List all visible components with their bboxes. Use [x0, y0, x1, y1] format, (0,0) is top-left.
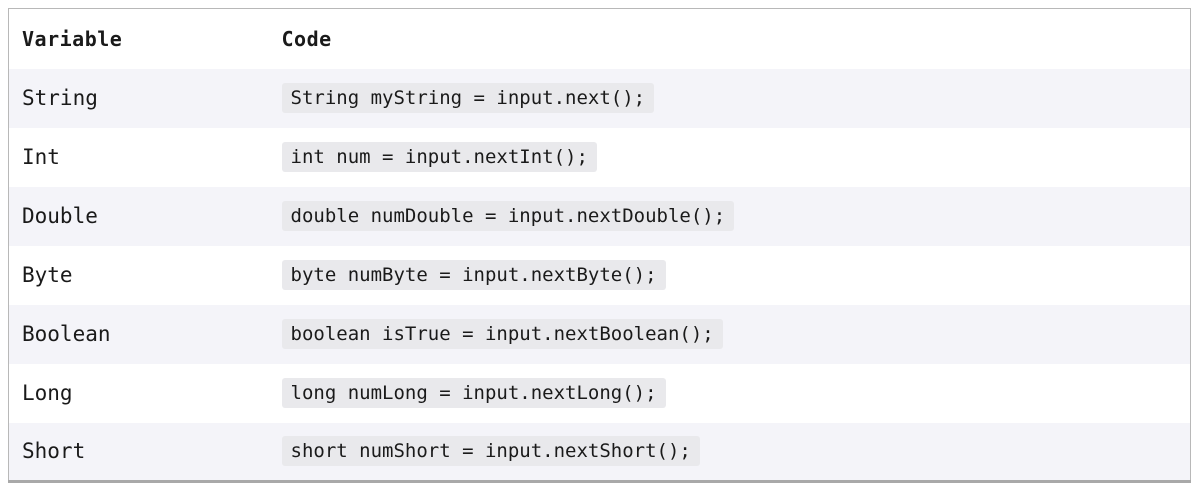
table-row: Double double numDouble = input.nextDoub…	[8, 186, 1191, 246]
variable-cell: Short	[22, 439, 86, 464]
column-header-code: Code	[281, 8, 1191, 69]
code-cell: byte numByte = input.nextByte();	[281, 246, 1191, 305]
variable-cell: Double	[22, 204, 98, 228]
variable-cell: Boolean	[22, 322, 111, 346]
code-cell: short numShort = input.nextShort();	[281, 423, 1191, 482]
table-row: Boolean boolean isTrue = input.nextBoole…	[8, 304, 1191, 364]
variable-cell: Long	[22, 381, 73, 405]
code-chip: String myString = input.next();	[281, 83, 655, 113]
column-header-variable: Variable	[8, 8, 282, 69]
code-chip: short numShort = input.nextShort();	[281, 436, 700, 467]
table-row: Byte byte numByte = input.nextByte();	[9, 246, 1191, 305]
code-cell: long numLong = input.nextLong();	[281, 364, 1191, 423]
table-body: String String myString = input.next(); I…	[8, 68, 1191, 482]
table-row: Int int num = input.nextInt();	[9, 128, 1191, 187]
code-chip: boolean isTrue = input.nextBoolean();	[281, 319, 723, 349]
variable-cell: Int	[22, 145, 60, 169]
code-cell: String myString = input.next();	[281, 69, 1191, 128]
code-cell: boolean isTrue = input.nextBoolean();	[281, 305, 1191, 364]
table-header-row: Variable Code	[8, 8, 1191, 69]
table-row: Long long numLong = input.nextLong();	[9, 364, 1191, 423]
code-chip: byte numByte = input.nextByte();	[281, 260, 666, 290]
code-cell: int num = input.nextInt();	[281, 128, 1191, 187]
variable-cell: String	[22, 86, 98, 110]
code-chip: int num = input.nextInt();	[281, 142, 597, 172]
table-row: String String myString = input.next();	[8, 68, 1191, 128]
code-chip: double numDouble = input.nextDouble();	[281, 201, 735, 231]
code-cell: double numDouble = input.nextDouble();	[281, 187, 1191, 246]
variable-cell: Byte	[22, 263, 73, 287]
variable-code-table: Variable Code String String myString = i…	[8, 8, 1191, 483]
table-row: Short short numShort = input.nextShort()…	[8, 422, 1191, 482]
code-chip: long numLong = input.nextLong();	[281, 378, 666, 408]
